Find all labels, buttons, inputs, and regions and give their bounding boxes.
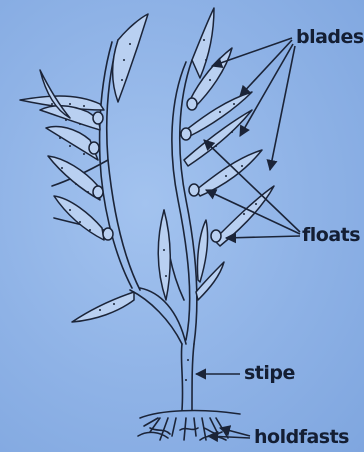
holdfast-roots	[138, 411, 240, 440]
blades-label: blades	[296, 26, 364, 48]
stipe-label: stipe	[244, 362, 295, 384]
holdfasts-label: holdfasts	[254, 426, 349, 448]
floats-label: floats	[302, 224, 360, 246]
blades-group	[20, 8, 274, 322]
stipe-and-branches	[52, 40, 197, 410]
